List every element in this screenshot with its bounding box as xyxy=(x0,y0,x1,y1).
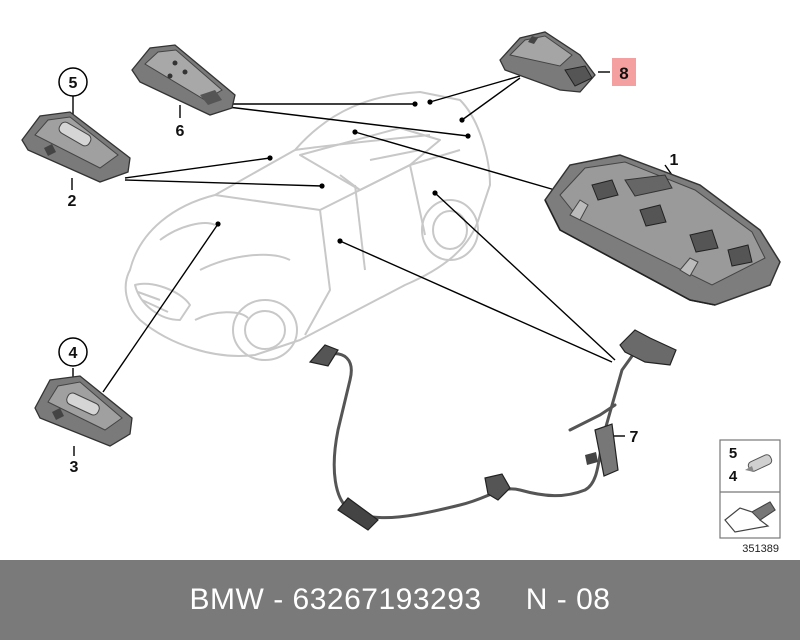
footer-label: N - 08 xyxy=(525,583,611,616)
callout-1-label: 1 xyxy=(670,152,679,169)
part-3-lamp-housing[interactable] xyxy=(34,375,133,447)
part-2-lamp-housing[interactable] xyxy=(21,111,131,183)
callout-7-label: 7 xyxy=(630,429,639,446)
callout-8-label: 8 xyxy=(619,64,628,83)
callout-4-marker: 4 xyxy=(58,337,88,367)
part-6-light-unit[interactable] xyxy=(131,44,236,116)
callout-8-highlight[interactable]: 8 xyxy=(612,58,636,86)
part-8-light-unit[interactable] xyxy=(499,31,596,93)
footer-part-number: 63267193293 xyxy=(292,583,482,616)
footer-separator: - xyxy=(264,583,293,616)
callout-3-label: 3 xyxy=(70,459,79,476)
footer-caption: BMW - 63267193293 N - 08 xyxy=(0,560,800,640)
legend-box: 5 4 xyxy=(719,439,781,539)
legend-num-bottom: 4 xyxy=(729,468,738,485)
part-7-wiring-harness[interactable] xyxy=(308,329,677,531)
part-1-overhead-console[interactable] xyxy=(544,154,781,306)
callout-6-label: 6 xyxy=(176,123,185,140)
bulb-icon xyxy=(745,454,773,472)
connection-dots xyxy=(215,99,471,244)
callout-5-label: 5 xyxy=(69,75,78,92)
callout-5-marker: 5 xyxy=(58,67,88,97)
footer-gap xyxy=(482,583,526,616)
reference-number: 351389 xyxy=(742,543,779,555)
parts-diagram: 5 4 6 2 3 1 7 8 5 4 351389 xyxy=(21,31,781,555)
callout-4-label: 4 xyxy=(69,345,78,362)
footer-bar: BMW - 63267193293 N - 08 xyxy=(0,560,800,640)
car-outline xyxy=(124,91,491,361)
footer-brand: BMW xyxy=(189,583,265,616)
leader-lines xyxy=(71,71,673,456)
arrow-icon xyxy=(724,501,776,533)
legend-num-top: 5 xyxy=(729,445,737,462)
callout-2-label: 2 xyxy=(68,193,77,210)
